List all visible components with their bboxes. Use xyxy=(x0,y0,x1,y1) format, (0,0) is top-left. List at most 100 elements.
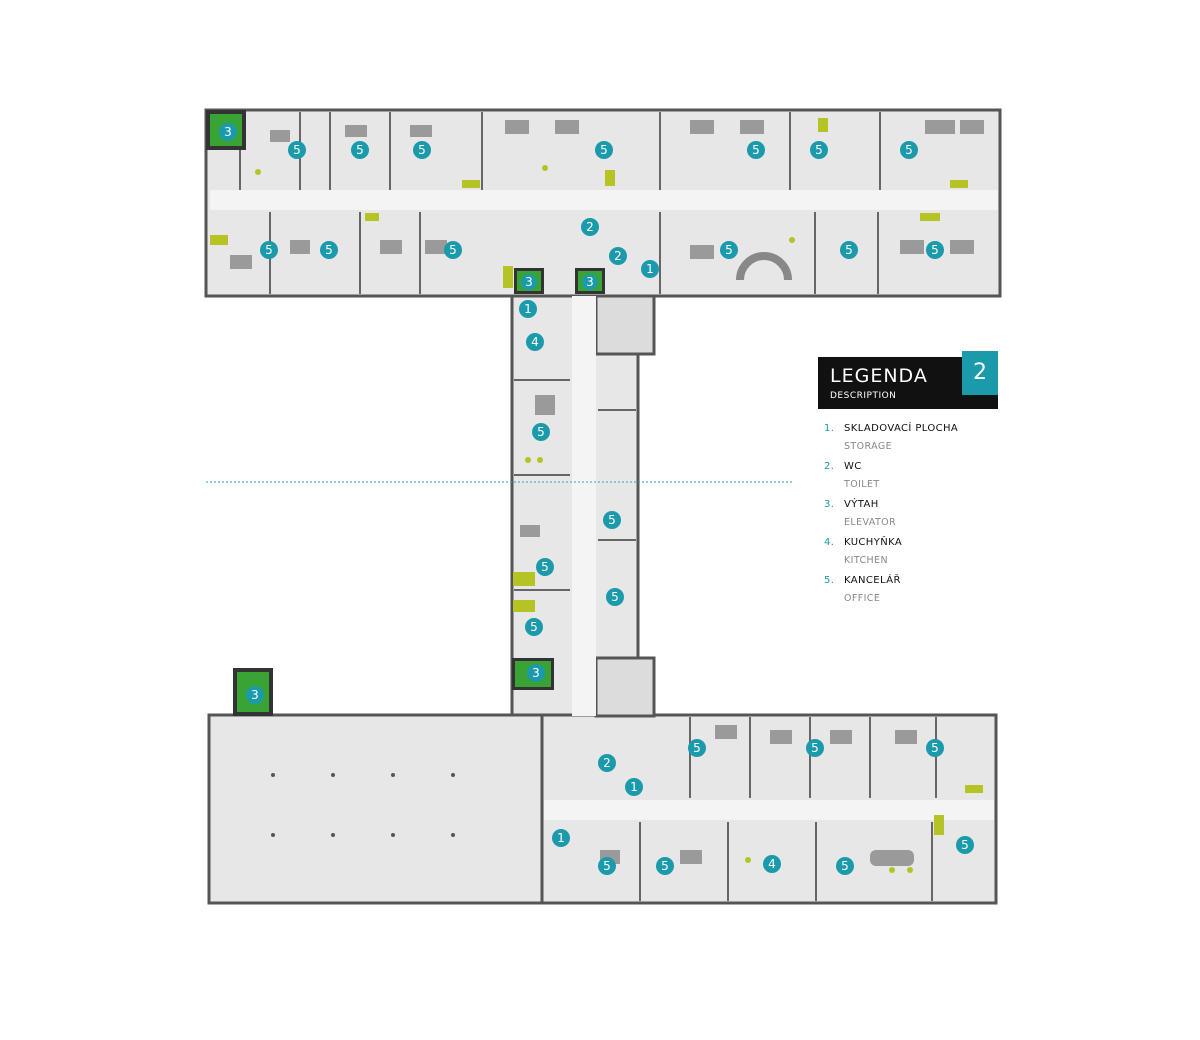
legend-item-translation: ELEVATOR xyxy=(844,517,897,528)
marker-label: 5 xyxy=(931,741,939,755)
marker-office: 5 xyxy=(595,141,613,159)
legend-item-storage: 1.SKLADOVACÍ PLOCHA STORAGE xyxy=(824,423,998,461)
legend-item-elevator: 3. VÝTAH ELEVATOR xyxy=(824,499,998,537)
marker-elevator: 3 xyxy=(246,686,264,704)
marker-toilet: 2 xyxy=(598,754,616,772)
marker-label: 5 xyxy=(905,143,913,157)
marker-label: 5 xyxy=(693,741,701,755)
legend-item-label: VÝTAH xyxy=(844,499,879,510)
legend-item-label: KUCHYŇKA xyxy=(844,537,903,548)
marker-elevator: 3 xyxy=(219,123,237,141)
marker-label: 5 xyxy=(449,243,457,257)
legend-panel: LEGENDA DESCRIPTION 2 1.SKLADOVACÍ PLOCH… xyxy=(818,351,998,613)
legend-header: LEGENDA DESCRIPTION 2 xyxy=(818,351,998,409)
marker-storage: 1 xyxy=(641,260,659,278)
legend-item-number: 1. xyxy=(824,423,835,434)
legend-item-label: WC xyxy=(844,461,862,472)
marker-label: 5 xyxy=(845,243,853,257)
marker-office: 5 xyxy=(444,241,462,259)
marker-office: 5 xyxy=(320,241,338,259)
marker-label: 5 xyxy=(752,143,760,157)
legend-item-office: 5. KANCELÁŘ OFFICE xyxy=(824,575,998,613)
legend-item-number: 3. xyxy=(824,499,835,510)
marker-storage: 1 xyxy=(519,300,537,318)
marker-label: 2 xyxy=(614,249,622,263)
marker-label: 4 xyxy=(768,857,776,871)
marker-label: 2 xyxy=(586,220,594,234)
marker-label: 5 xyxy=(811,741,819,755)
marker-label: 5 xyxy=(603,859,611,873)
central-corridor xyxy=(572,296,596,716)
top-corridor xyxy=(210,190,998,210)
marker-elevator: 3 xyxy=(582,274,598,290)
marker-label: 2 xyxy=(603,756,611,770)
legend-item-translation: KITCHEN xyxy=(844,555,888,566)
bottom-corridor xyxy=(544,800,994,820)
marker-label: 5 xyxy=(961,838,969,852)
marker-label: 1 xyxy=(557,831,565,845)
marker-label: 5 xyxy=(608,513,616,527)
legend-item-label: KANCELÁŘ xyxy=(844,575,901,586)
marker-office: 5 xyxy=(606,588,624,606)
marker-office: 5 xyxy=(747,141,765,159)
marker-label: 1 xyxy=(646,262,654,276)
marker-office: 5 xyxy=(806,739,824,757)
partition-walls xyxy=(239,112,937,901)
legend-list: 1.SKLADOVACÍ PLOCHA STORAGE 2.WC TOILET … xyxy=(824,423,998,613)
marker-office: 5 xyxy=(260,241,278,259)
legend-item-number: 5. xyxy=(824,575,835,586)
marker-elevator: 3 xyxy=(521,274,537,290)
legend-item-toilet: 2. WC TOILET xyxy=(824,461,998,499)
hall-columns xyxy=(271,773,455,837)
stair-block-bottom xyxy=(594,656,656,718)
marker-label: 3 xyxy=(224,125,232,139)
marker-toilet: 2 xyxy=(609,247,627,265)
legend-item-translation: STORAGE xyxy=(844,441,893,452)
conference-table xyxy=(870,850,914,866)
marker-label: 4 xyxy=(531,335,539,349)
legend-title: LEGENDA xyxy=(830,365,928,387)
marker-label: 3 xyxy=(525,275,533,289)
marker-label: 5 xyxy=(815,143,823,157)
marker-label: 3 xyxy=(532,666,540,680)
stair-block-top xyxy=(594,294,656,356)
marker-office: 5 xyxy=(688,739,706,757)
marker-label: 5 xyxy=(325,243,333,257)
marker-toilet: 2 xyxy=(581,218,599,236)
marker-label: 5 xyxy=(841,859,849,873)
marker-label: 5 xyxy=(661,859,669,873)
bottom-left-hall xyxy=(207,713,544,905)
marker-office: 5 xyxy=(656,857,674,875)
marker-office: 5 xyxy=(926,739,944,757)
marker-label: 1 xyxy=(524,302,532,316)
marker-office: 5 xyxy=(926,241,944,259)
marker-office: 5 xyxy=(532,423,550,441)
marker-kitchen: 4 xyxy=(526,333,544,351)
marker-office: 5 xyxy=(351,141,369,159)
marker-elevator: 3 xyxy=(527,664,545,682)
marker-office: 5 xyxy=(840,241,858,259)
marker-office: 5 xyxy=(900,141,918,159)
marker-office: 5 xyxy=(810,141,828,159)
legend-item-number: 2. xyxy=(824,461,835,472)
marker-office: 5 xyxy=(603,511,621,529)
legend-item-translation: OFFICE xyxy=(844,593,881,604)
marker-label: 1 xyxy=(630,780,638,794)
marker-storage: 1 xyxy=(625,778,643,796)
marker-label: 5 xyxy=(931,243,939,257)
marker-label: 5 xyxy=(600,143,608,157)
marker-office: 5 xyxy=(413,141,431,159)
marker-label: 5 xyxy=(537,425,545,439)
marker-label: 5 xyxy=(293,143,301,157)
marker-kitchen: 4 xyxy=(763,855,781,873)
floor-number-badge: 2 xyxy=(962,351,998,395)
marker-label: 5 xyxy=(530,620,538,634)
marker-label: 5 xyxy=(356,143,364,157)
round-desk xyxy=(736,252,792,281)
marker-office: 5 xyxy=(525,618,543,636)
marker-label: 5 xyxy=(611,590,619,604)
furniture-lime xyxy=(210,118,983,873)
marker-office: 5 xyxy=(720,241,738,259)
marker-label: 5 xyxy=(541,560,549,574)
legend-item-translation: TOILET xyxy=(844,479,880,490)
